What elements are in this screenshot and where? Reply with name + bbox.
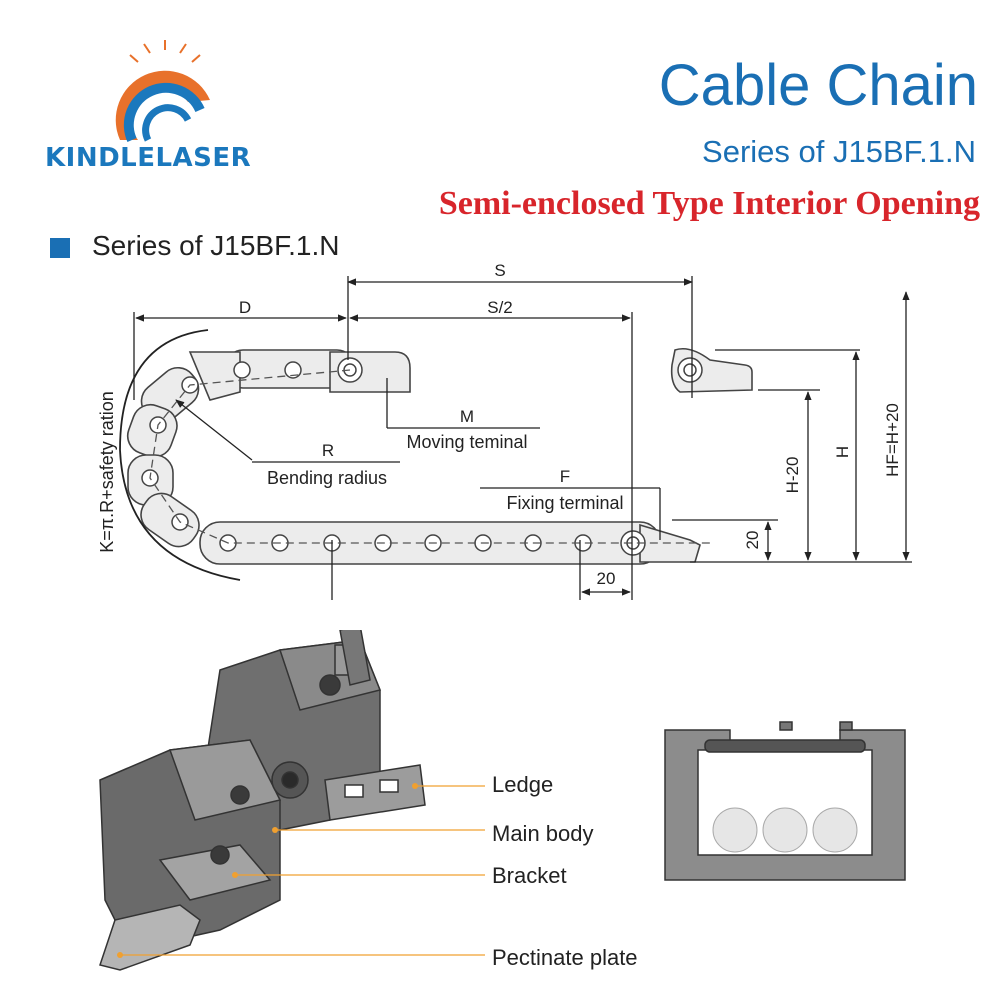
dim-20-bottom-label: 20: [597, 569, 616, 588]
f-label: Fixing terminal: [506, 493, 623, 513]
section-label: Series of J15BF.1.N: [92, 230, 340, 261]
bracket-label: Bracket: [492, 863, 567, 888]
type-description: Semi-enclosed Type Interior Opening: [438, 185, 980, 222]
logo-sunburst-icon: [115, 40, 210, 143]
chain-outline: [126, 347, 753, 565]
page-title: Cable Chain: [658, 53, 978, 118]
r-label: Bending radius: [267, 468, 387, 488]
dim-20-side-label: 20: [743, 531, 762, 550]
dim-h-minus-label: H-20: [783, 457, 802, 494]
page-subtitle: Series of J15BF.1.N: [702, 134, 976, 169]
r-code-label: R: [322, 441, 334, 460]
m-label: Moving teminal: [406, 432, 527, 452]
dim-h-label: H: [833, 446, 852, 458]
main-body-label: Main body: [492, 821, 594, 846]
m-code-label: M: [460, 407, 474, 426]
dim-hf-label: HF=H+20: [883, 403, 902, 477]
section-square-icon: [50, 238, 70, 258]
ledge-label: Ledge: [492, 772, 554, 797]
chain-3d-illustration: [99, 630, 485, 971]
dimension-drawing: S S/2 D M Moving teminal R Bending radiu…: [97, 261, 912, 600]
k-formula-label: K=π.R+safety ration: [97, 391, 117, 553]
f-code-label: F: [560, 467, 570, 486]
dim-s-label: S: [494, 261, 505, 280]
pin-holes: [141, 357, 703, 556]
pectinate-plate-label: Pectinate plate: [492, 945, 638, 970]
dim-s-half-label: S/2: [487, 298, 513, 317]
brand-name: KINDLELASER: [45, 143, 252, 173]
kindlelaser-logo: [115, 40, 210, 143]
cross-section-view: [664, 721, 906, 881]
dim-d-label: D: [239, 298, 251, 317]
